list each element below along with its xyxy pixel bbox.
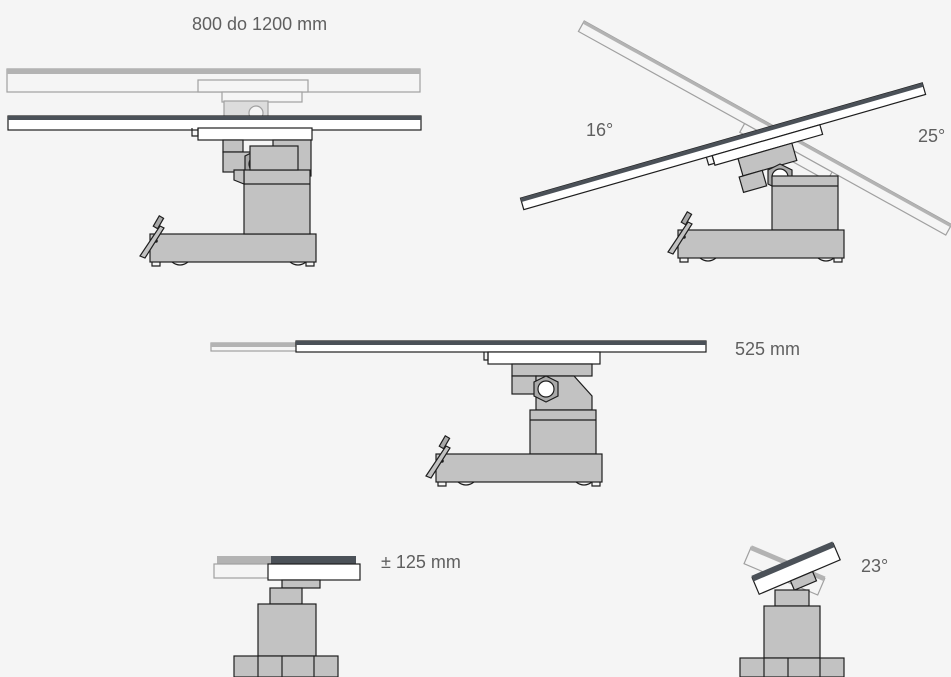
extension-label: 800 do 1200 mm bbox=[192, 14, 328, 34]
lateral-tilt-view bbox=[739, 541, 845, 677]
extension-view bbox=[6, 68, 422, 267]
lateral-tilt-label: 23° bbox=[861, 556, 889, 576]
tilt-right-label: 25° bbox=[918, 126, 946, 146]
lateral-shift-label: ± 125 mm bbox=[381, 552, 461, 572]
height-label: 525 mm bbox=[735, 339, 801, 359]
tilt-left-label: 16° bbox=[586, 120, 614, 140]
lateral-shift-view bbox=[213, 556, 361, 677]
tilt-view bbox=[519, 20, 951, 263]
height-view bbox=[210, 340, 707, 487]
